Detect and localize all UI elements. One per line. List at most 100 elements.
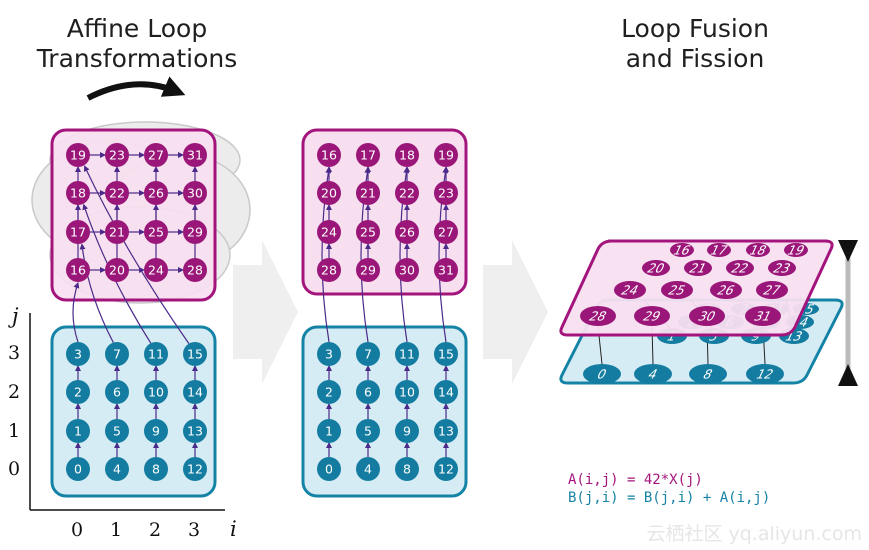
middle-pink-node: 16 (317, 143, 341, 167)
middle-blue-node-label: 5 (364, 424, 372, 439)
left-blue-node: 4 (105, 457, 129, 481)
middle-pink-node: 27 (434, 220, 458, 244)
left-pink-node: 21 (105, 220, 129, 244)
right-pink-node-label: 16 (670, 244, 693, 258)
middle-pink-node: 20 (317, 181, 341, 205)
middle-blue-node: 1 (317, 419, 341, 443)
left-blue-node-circle (66, 380, 90, 404)
middle-blue-node: 15 (434, 342, 458, 366)
left-pink-node-circle (66, 258, 90, 282)
middle-blue-node: 9 (395, 419, 419, 443)
left-pink-node-label: 20 (109, 263, 125, 278)
middle-pink-node-circle (317, 220, 341, 244)
middle-pink-node-label: 22 (399, 186, 415, 201)
right-pink-node: 21 (684, 260, 712, 276)
middle-blue-node: 14 (434, 380, 458, 404)
middle-pink-node: 26 (395, 220, 419, 244)
right-blue-node-circle (634, 364, 672, 384)
left-blue-node-label: 14 (187, 385, 203, 400)
left-cross-edge (79, 243, 114, 343)
right-blue-node-circle (583, 364, 621, 384)
middle-pink-node: 31 (434, 258, 458, 282)
middle-blue-node: 2 (317, 380, 341, 404)
left-blue-node-circle (144, 457, 168, 481)
middle-blue-node: 8 (395, 457, 419, 481)
left-blue-node: 12 (183, 457, 207, 481)
code-line-2: B(j,i) = B(j,i) + A(i,j) (568, 490, 770, 506)
right-pink-node: 19 (784, 243, 808, 258)
left-pink-node-circle (66, 220, 90, 244)
middle-blue-node-label: 6 (364, 385, 372, 400)
middle-blue-node-circle (356, 419, 380, 443)
middle-blue-node-circle (356, 342, 380, 366)
left-pink-node: 20 (105, 258, 129, 282)
right-pink-node: 28 (580, 306, 616, 326)
right-blue-node-circle (689, 364, 727, 384)
middle-blue-node-label: 3 (325, 347, 333, 362)
middle-pink-node: 25 (356, 220, 380, 244)
right-blue-node: 0 (583, 364, 621, 384)
right-pink-node-label: 21 (686, 262, 709, 276)
y-tick-3: 3 (8, 342, 20, 364)
middle-pink-node-label: 31 (438, 263, 454, 278)
right-pink-node: 17 (707, 243, 731, 258)
middle-pink-node-label: 18 (399, 148, 415, 163)
left-blue-node-circle (66, 457, 90, 481)
right-pink-node-label: 25 (665, 284, 688, 298)
left-pink-node: 22 (105, 181, 129, 205)
left-blue-node-circle (66, 419, 90, 443)
middle-pink-node-circle (395, 258, 419, 282)
left-cross-edge (72, 282, 80, 343)
right-pink-node-circle (784, 243, 808, 257)
left-blue-box (50, 325, 217, 498)
left-blue-node-label: 7 (113, 347, 121, 362)
right-blue-node: 12 (746, 364, 784, 384)
left-blue-node: 3 (66, 342, 90, 366)
right-pink-node-label: 27 (760, 284, 783, 298)
left-blue-node-label: 10 (148, 385, 164, 400)
left-pink-node-circle (105, 181, 129, 205)
left-pink-node-circle (144, 220, 168, 244)
right-blue-node: 4 (634, 364, 672, 384)
left-pink-node-label: 22 (109, 186, 125, 201)
left-pink-node-circle (144, 258, 168, 282)
left-blue-node: 15 (183, 342, 207, 366)
x-tick-0: 0 (71, 519, 83, 541)
left-pink-node: 19 (66, 143, 90, 167)
middle-blue-node-label: 2 (325, 385, 333, 400)
depth-arrow-down-icon (838, 240, 858, 262)
middle-pink-node: 22 (395, 181, 419, 205)
middle-blue-node-circle (434, 380, 458, 404)
middle-pink-node-circle (317, 258, 341, 282)
left-pink-node-circle (105, 220, 129, 244)
x-tick-1: 1 (110, 519, 122, 541)
left-pink-box (50, 128, 217, 302)
left-blue-node-label: 3 (74, 347, 82, 362)
middle-pink-node-label: 26 (399, 225, 415, 240)
right-blue-node-circle (746, 364, 784, 384)
x-tick-3: 3 (188, 519, 200, 541)
middle-pink-node-label: 16 (321, 148, 337, 163)
left-blue-node-label: 13 (187, 424, 203, 439)
middle-blue-node-label: 1 (325, 424, 333, 439)
middle-pink-node-label: 28 (321, 263, 337, 278)
middle-blue-node-label: 15 (438, 347, 454, 362)
middle-blue-node: 7 (356, 342, 380, 366)
y-tick-1: 1 (8, 420, 20, 442)
right-pink-node-circle (689, 306, 725, 326)
middle-pink-node: 28 (317, 258, 341, 282)
left-blue-node: 5 (105, 419, 129, 443)
left-blue-node: 10 (144, 380, 168, 404)
left-pink-node-label: 19 (70, 148, 86, 163)
middle-blue-node-circle (434, 342, 458, 366)
right-pink-node: 22 (726, 260, 754, 276)
right-pink-node: 24 (614, 281, 646, 299)
middle-pink-node-label: 23 (438, 186, 454, 201)
left-blue-node-label: 0 (74, 462, 82, 477)
middle-pink-node-label: 20 (321, 186, 337, 201)
middle-blue-node-circle (356, 380, 380, 404)
left-cross-edge (84, 165, 190, 344)
title-fusion-line1: Loop Fusion (621, 14, 769, 43)
middle-blue-node: 3 (317, 342, 341, 366)
